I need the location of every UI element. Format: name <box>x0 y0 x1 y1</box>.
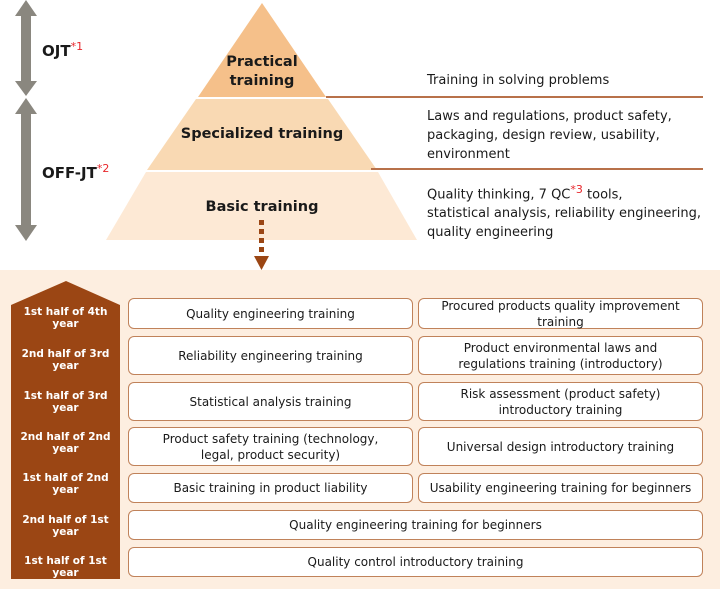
period-label: 1st half of 3rd year <box>23 390 108 414</box>
tier-specialized-training: Specialized training <box>180 126 344 142</box>
course-box: Universal design introductory training <box>418 427 703 466</box>
desc-practical: Training in solving problems <box>427 73 610 88</box>
period-label: 2nd half of 1st year <box>22 514 109 538</box>
period-label: 1st half of 1st year <box>24 555 107 579</box>
course-box-full: Quality control introductory training <box>128 547 703 577</box>
ojt-label: OJT*1 <box>42 40 84 60</box>
period-label: 2nd half of 3rd year <box>21 348 110 372</box>
course-box: Product environmental laws and regulatio… <box>418 336 703 375</box>
tier-basic-training: Basic training <box>205 199 319 215</box>
course-box: Basic training in product liability <box>128 473 413 503</box>
dotted-down-arrow-icon <box>254 220 269 270</box>
training-pyramid <box>106 3 417 240</box>
course-box: Usability engineering training for begin… <box>418 473 703 503</box>
course-box: Quality engineering training <box>128 298 413 329</box>
period-label: 2nd half of 2nd year <box>20 431 111 455</box>
divider-specialized <box>371 168 703 170</box>
year-progression-arrow <box>11 281 120 579</box>
course-box: Reliability engineering training <box>128 336 413 375</box>
course-box-full: Quality engineering training for beginne… <box>128 510 703 540</box>
course-box: Risk assessment (product safety) introdu… <box>418 382 703 421</box>
course-box: Procured products quality improvement tr… <box>418 298 703 329</box>
desc-specialized: Laws and regulations, product safety, pa… <box>427 109 672 162</box>
period-label: 1st half of 2nd year <box>22 472 109 496</box>
desc-basic: Quality thinking, 7 QC*3 tools, statisti… <box>427 183 701 241</box>
course-box: Product safety training (technology, leg… <box>128 427 413 466</box>
period-label: 1st half of 4th year <box>23 306 108 330</box>
divider-practical <box>326 96 703 98</box>
ojt-double-arrow-icon <box>15 0 37 241</box>
offjt-label: OFF-JT*2 <box>42 162 110 182</box>
course-box: Statistical analysis training <box>128 382 413 421</box>
